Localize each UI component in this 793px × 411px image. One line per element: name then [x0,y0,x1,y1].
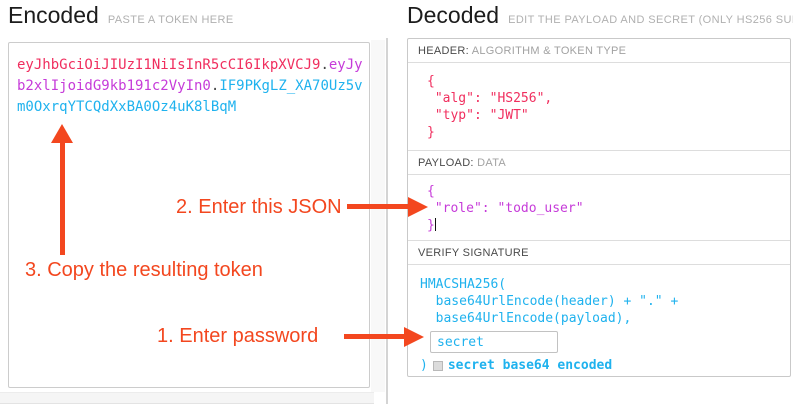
header-section-label: HEADER: ALGORITHM & TOKEN TYPE [408,39,790,63]
header-json-editor[interactable]: { "alg": "HS256", "typ": "JWT" } [408,63,790,151]
arrow-step1-head-icon [404,327,424,347]
encoded-header: Encoded PASTE A TOKEN HERE [8,2,234,29]
decoded-panel: HEADER: ALGORITHM & TOKEN TYPE { "alg": … [407,38,791,377]
base64-checkbox-row: ) secret base64 encoded [420,357,780,374]
secret-input[interactable] [430,331,558,353]
closing-paren: ) [420,358,428,373]
header-json-line: "typ": "JWT" [427,108,529,123]
payload-json-editor[interactable]: { "role": "todo_user" } [408,175,790,241]
annotation-step3: 3. Copy the resulting token [25,259,263,281]
textarea-scrollbar-gutter [371,40,385,392]
annotation-step1: 1. Enter password [157,325,319,347]
decoded-title: Decoded [407,2,500,28]
signature-label-strong: VERIFY SIGNATURE [418,247,529,259]
signature-section-label: VERIFY SIGNATURE [408,241,790,265]
signature-code-line: base64UrlEncode(header) + "." + [420,294,679,309]
decoded-header: Decoded EDIT THE PAYLOAD AND SECRET (ONL… [407,2,793,29]
token-signature-segment: IF9PKgLZ_XA70Uz5vm0OxrqYTCQdXxBA0Oz4uK8l… [17,78,363,115]
token-separator: . [210,78,220,94]
header-json-line: { [427,74,435,89]
base64-checkbox-label: secret base64 encoded [447,358,613,373]
arrow-step2-shaft [347,204,408,209]
payload-json-closing-brace: } [427,218,435,233]
payload-json-line: { [427,184,435,199]
header-json-line: "alg": "HS256", [427,91,553,106]
signature-code-line: HMACSHA256( [420,277,507,292]
signature-code-line: base64UrlEncode(payload), [420,311,632,326]
column-divider [386,38,388,404]
encoded-title: Encoded [8,2,99,28]
token-payload-segment: eyJyb2xlIjoidG9kb191c2VyIn0 [17,57,363,94]
encoded-subtitle: PASTE A TOKEN HERE [107,14,234,26]
arrow-step3-head-icon [51,124,73,143]
jwt-token-text: eyJhbGciOiJIUzI1NiIsInR5cCI6IkpXVCJ9.eyJ… [9,43,369,118]
header-json-line: } [427,125,435,140]
base64-encoded-checkbox[interactable] [432,360,443,371]
encoded-token-textarea[interactable]: eyJhbGciOiJIUzI1NiIsInR5cCI6IkpXVCJ9.eyJ… [8,42,370,388]
payload-json-line: } [427,217,780,234]
payload-label-strong: PAYLOAD: [418,157,474,169]
arrow-step2-head-icon [408,197,428,217]
payload-json-line: "role": "todo_user" [427,201,584,216]
decoded-subtitle: EDIT THE PAYLOAD AND SECRET (ONLY HS256 … [508,14,793,26]
payload-label-light: DATA [477,157,507,169]
header-label-strong: HEADER: [418,45,469,57]
token-header-segment: eyJhbGciOiJIUzI1NiIsInR5cCI6IkpXVCJ9 [17,57,321,73]
annotation-step2: 2. Enter this JSON [176,196,342,218]
arrow-step1-shaft [344,334,404,339]
text-cursor [434,218,437,231]
signature-code-block: HMACSHA256( base64UrlEncode(header) + ".… [408,265,790,376]
payload-section-label: PAYLOAD: DATA [408,151,790,175]
arrow-step3-shaft [60,142,65,255]
horizontal-scrollbar-track[interactable] [0,392,374,404]
header-label-light: ALGORITHM & TOKEN TYPE [471,45,627,57]
token-separator: . [320,57,329,73]
